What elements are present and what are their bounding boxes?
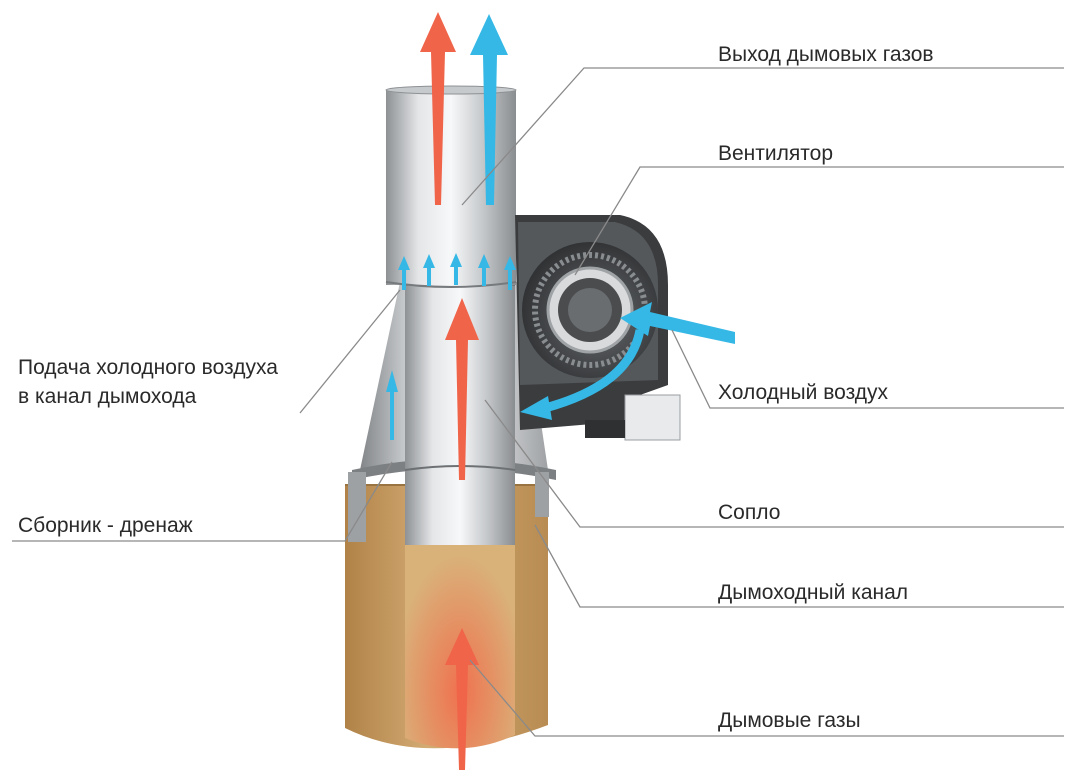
label-nozzle: Сопло <box>718 501 781 524</box>
hot-gas-arrows <box>420 12 479 770</box>
leader-flue-gas-outlet <box>461 67 1064 206</box>
leader-chimney-channel <box>534 524 1064 608</box>
leader-nozzle <box>484 399 1064 528</box>
leader-fan <box>574 166 1064 276</box>
label-cold-air-supply-line1: Подача холодного воздуха <box>18 356 278 379</box>
leader-cold-air-supply <box>299 289 401 414</box>
chimney-channel <box>345 484 548 749</box>
cold-air-arrows <box>386 14 735 440</box>
label-fan: Вентилятор <box>718 142 833 165</box>
label-flue-gases: Дымовые газы <box>718 709 861 732</box>
label-collector-drain: Сборник - дренаж <box>18 514 193 537</box>
label-chimney-channel: Дымоходный канал <box>718 581 909 604</box>
outlet-pipe <box>385 85 517 288</box>
leader-lines <box>12 67 1064 737</box>
leader-collector-drain <box>12 461 393 542</box>
label-cold-air: Холодный воздух <box>718 381 888 404</box>
label-flue-gas-outlet: Выход дымовых газов <box>718 43 934 66</box>
leader-cold-air <box>671 329 1064 409</box>
label-cold-air-supply-line2: в канал дымохода <box>18 385 197 408</box>
fan-unit <box>515 215 681 441</box>
leader-flue-gases <box>469 659 1064 737</box>
